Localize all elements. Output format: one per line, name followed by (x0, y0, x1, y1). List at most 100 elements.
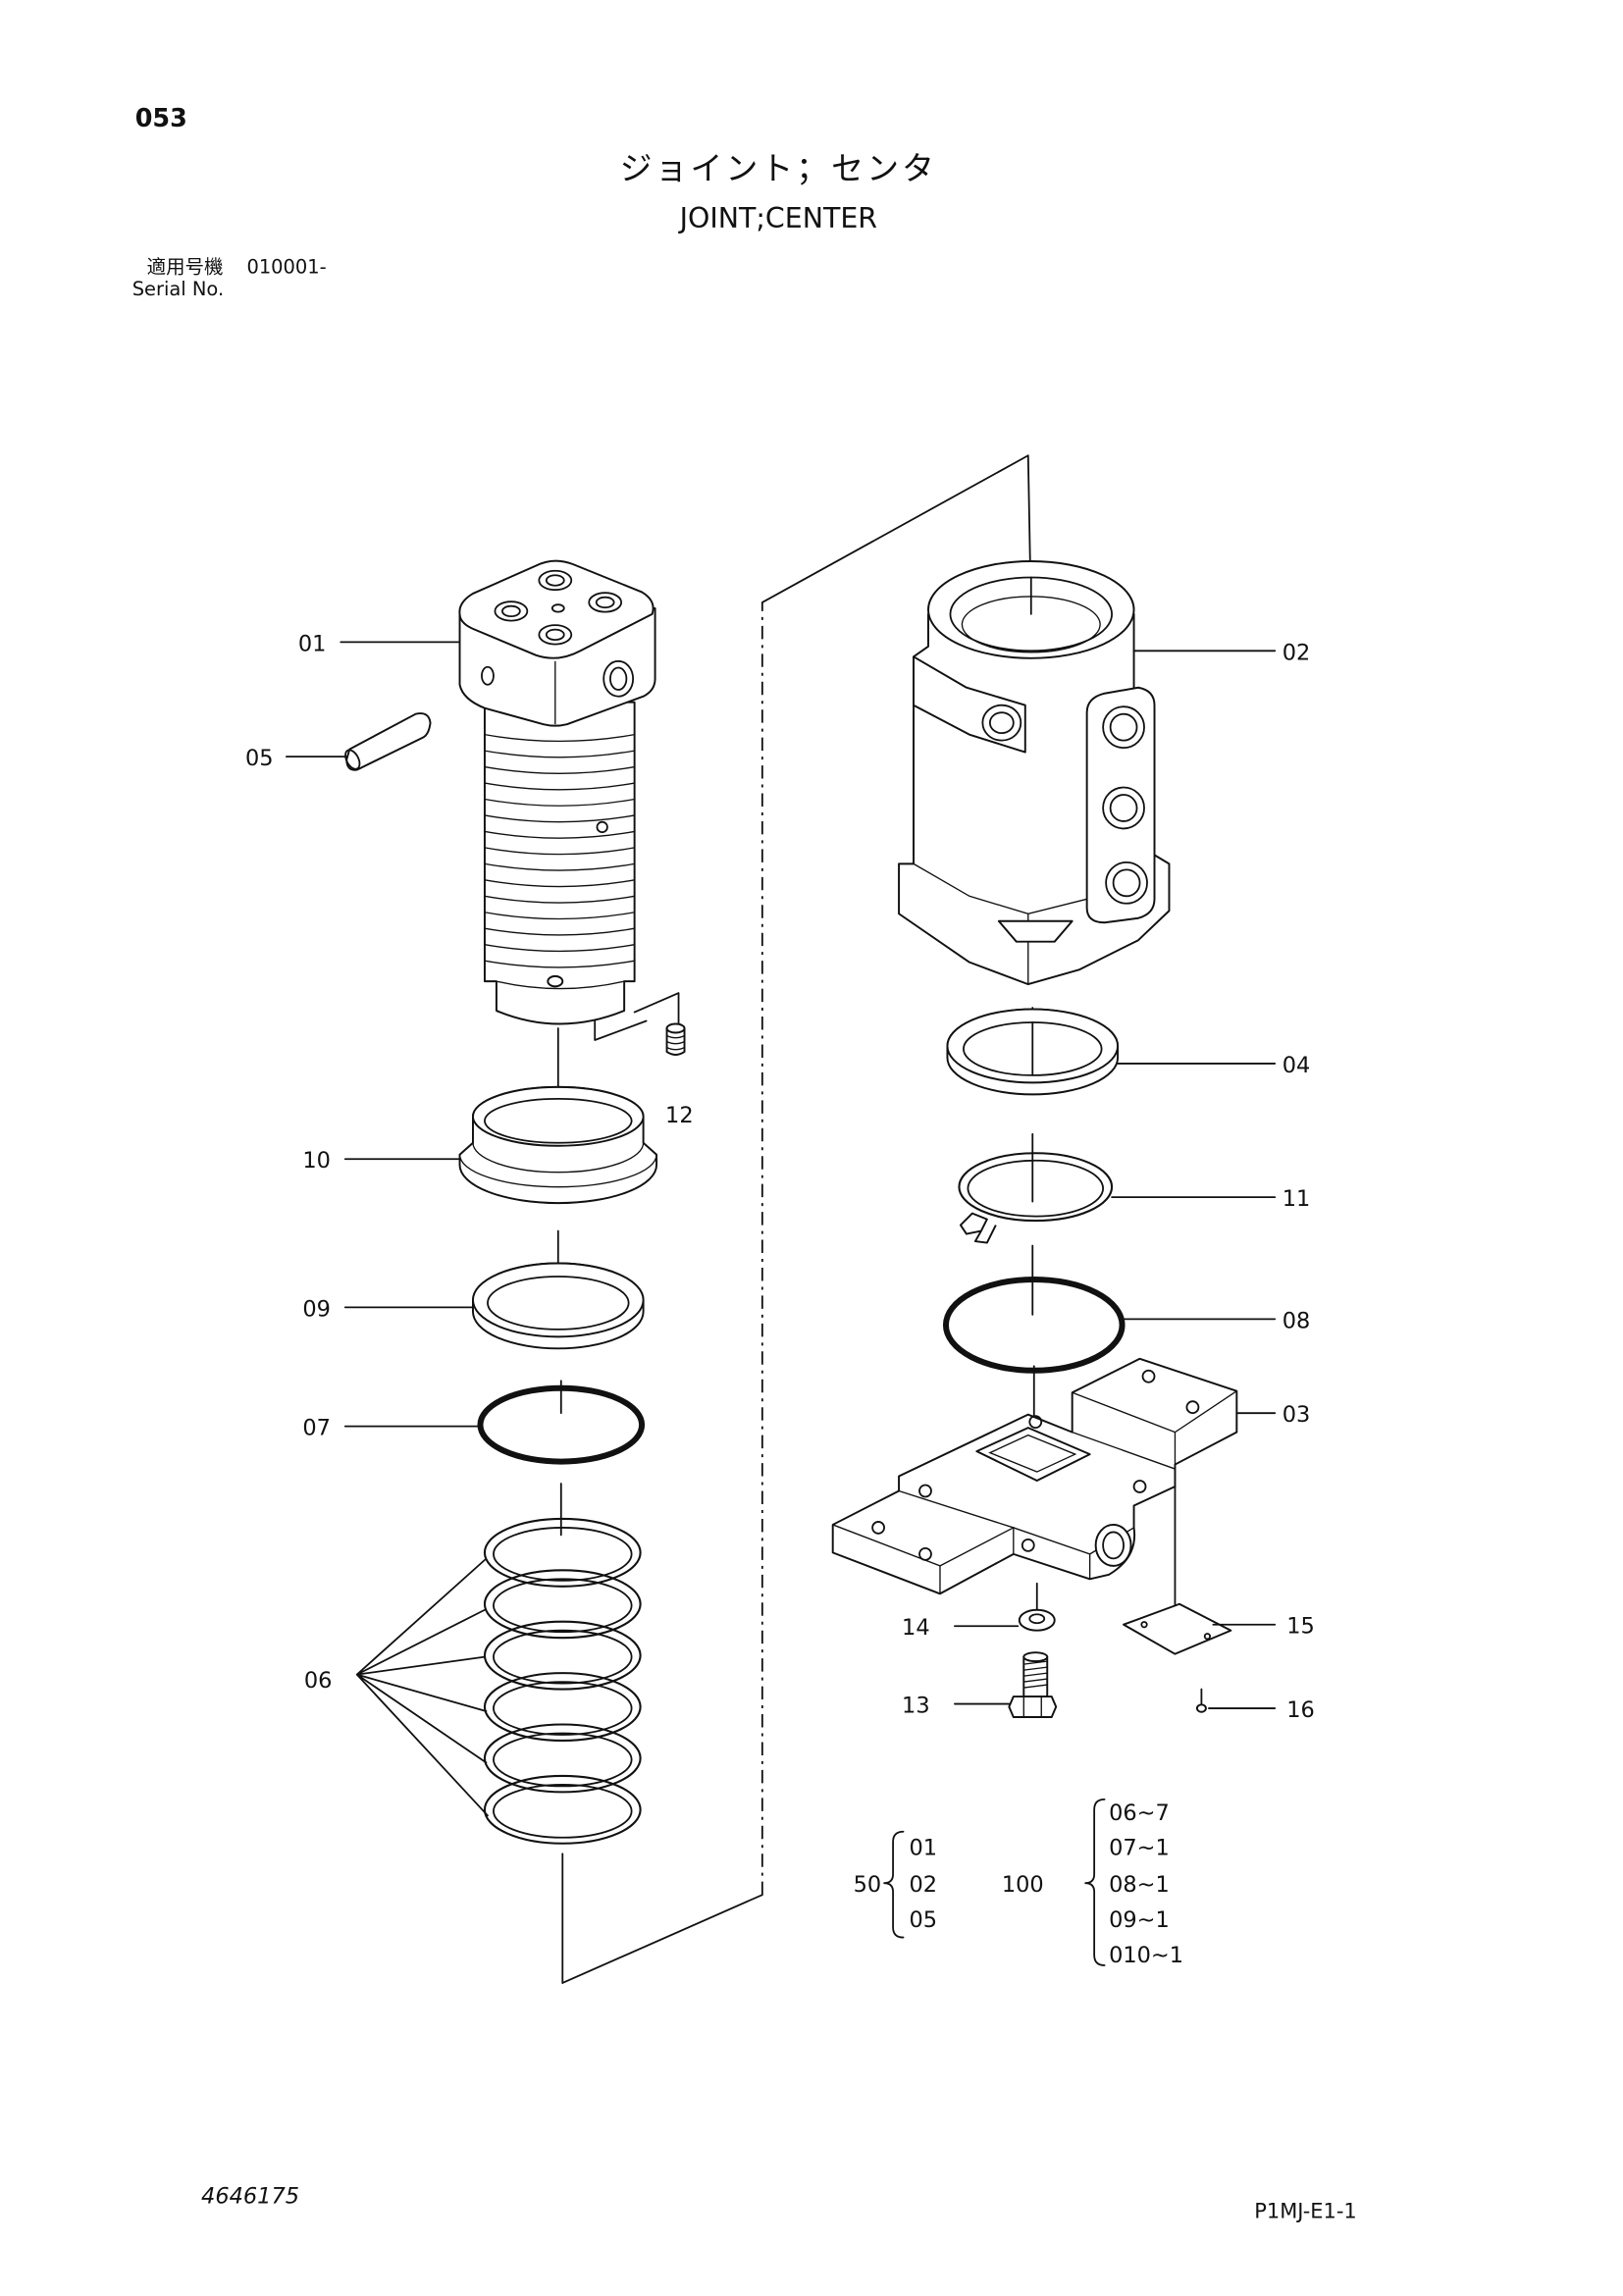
plate-hole-7 (1185, 1400, 1200, 1415)
body-port-1 (1102, 705, 1145, 750)
part-03-base-plate: 03 (831, 1357, 1311, 1595)
callout-13: 13 (902, 1694, 930, 1719)
seal-ring-6-inner (493, 1783, 633, 1839)
callout-04: 04 (1283, 1053, 1311, 1078)
title-english: JOINT;CENTER (678, 202, 877, 235)
spindle-top-ports (494, 569, 623, 646)
seal-ring-3-inner (493, 1629, 633, 1685)
kit-100-item: 09~1 (1109, 1907, 1170, 1933)
callout-11: 11 (1283, 1186, 1311, 1212)
serial-label-english: Serial No. (132, 278, 224, 300)
page-number: 053 (135, 103, 187, 132)
snap-ring-ears (959, 1212, 997, 1244)
flanged-ring-edges (458, 1142, 657, 1188)
port-right-inner (595, 596, 615, 609)
part-08-o-ring: 08 (942, 1276, 1311, 1374)
spindle-side-hole (596, 820, 608, 834)
spindle-side-port (602, 659, 635, 698)
callout-02: 02 (1283, 640, 1311, 665)
callout-01: 01 (298, 631, 327, 656)
plate-boss-port (1094, 1523, 1132, 1567)
ring-09-bore (487, 1276, 630, 1331)
plug-body (665, 1027, 686, 1056)
plate-hole-3 (1021, 1539, 1035, 1552)
body-port-3 (1105, 861, 1148, 905)
body-left-port-inner (988, 711, 1015, 735)
seal-ring-2-inner (493, 1578, 633, 1634)
seal-ring-1 (483, 1517, 642, 1588)
kit-100-code: 100 (1002, 1872, 1044, 1898)
plate-hole-2 (918, 1484, 932, 1498)
pin-end (344, 749, 361, 770)
washer (1018, 1608, 1056, 1632)
leader-06-fan (355, 1558, 489, 1817)
bolt-head-edges (1022, 1696, 1042, 1718)
seal-ring-4 (483, 1672, 642, 1743)
plate-window (975, 1427, 1091, 1483)
kit-100: 100 06~7 07~1 08~1 09~1 010~1 (1002, 1798, 1183, 1968)
kit-100-item: 08~1 (1109, 1872, 1170, 1898)
plate-15 (1123, 1602, 1232, 1655)
callout-07: 07 (302, 1416, 331, 1441)
seal-ring-5-inner (493, 1732, 633, 1788)
seal-ring-6 (483, 1774, 642, 1845)
kit-100-brace (1084, 1798, 1106, 1966)
spindle-pin-hole (481, 665, 495, 686)
title-japanese: ジョイント；センタ (620, 149, 937, 187)
callout-12: 12 (665, 1103, 694, 1128)
body-port-2 (1102, 786, 1145, 830)
flanged-ring-bore (484, 1097, 633, 1144)
pin-body (345, 712, 432, 771)
plate-15-hole-1 (1140, 1621, 1148, 1629)
body-port-2-inner (1109, 794, 1138, 822)
port-left (494, 600, 529, 622)
spindle-head-top-face (458, 559, 654, 659)
body-bottom-notch (997, 919, 1073, 943)
left-axis-line (556, 1027, 564, 1984)
callout-14: 14 (902, 1615, 930, 1641)
port-top-inner (545, 574, 565, 587)
part-04-ring: 04 (946, 1008, 1311, 1096)
part-15-plate: 15 (1123, 1486, 1315, 1655)
serial-label-japanese: 適用号機 (147, 256, 224, 279)
callout-10: 10 (302, 1148, 331, 1174)
kit-100-item: 07~1 (1109, 1836, 1170, 1861)
seal-ring-2 (483, 1569, 642, 1640)
body-right-plate (1085, 686, 1156, 924)
flanged-ring-top (472, 1085, 645, 1147)
bolt-hex-head (1008, 1696, 1058, 1718)
o-ring-08 (942, 1276, 1126, 1374)
plate-hole-6 (1141, 1369, 1156, 1383)
port-left-inner (501, 604, 521, 618)
serial-number-value: 010001- (246, 256, 326, 279)
part-07-o-ring: 07 (302, 1384, 646, 1465)
snap-ring-inner (967, 1159, 1105, 1218)
body-port-1-inner (1109, 712, 1138, 742)
seal-ring-3 (483, 1620, 642, 1691)
plug-top (665, 1022, 686, 1034)
spindle-grooves (484, 733, 635, 990)
body-left-port (981, 704, 1022, 742)
plug-leader-bracket (594, 992, 680, 1041)
ring-09-top (472, 1262, 645, 1338)
kit-100-item: 010~1 (1109, 1943, 1183, 1968)
kit-50-item: 01 (910, 1836, 938, 1861)
callout-03: 03 (1283, 1402, 1311, 1428)
callout-06: 06 (304, 1668, 333, 1694)
part-05-pin: 05 (245, 712, 432, 771)
plate-edges (832, 1390, 1237, 1594)
kit-100-item: 06~7 (1109, 1800, 1170, 1826)
callout-16: 16 (1286, 1697, 1315, 1723)
port-bottom (538, 624, 573, 646)
seal-ring-4-inner (493, 1681, 633, 1736)
part-16-screw: 16 (1195, 1688, 1315, 1723)
plate-15-hole-2 (1203, 1633, 1211, 1641)
spindle-side-port-inner (609, 666, 628, 691)
washer-hole (1028, 1613, 1046, 1625)
port-bottom-inner (545, 628, 565, 641)
screw-head (1195, 1703, 1207, 1713)
callout-08: 08 (1283, 1308, 1311, 1333)
o-ring-07 (477, 1384, 646, 1465)
part-02-body: 02 (898, 560, 1311, 986)
